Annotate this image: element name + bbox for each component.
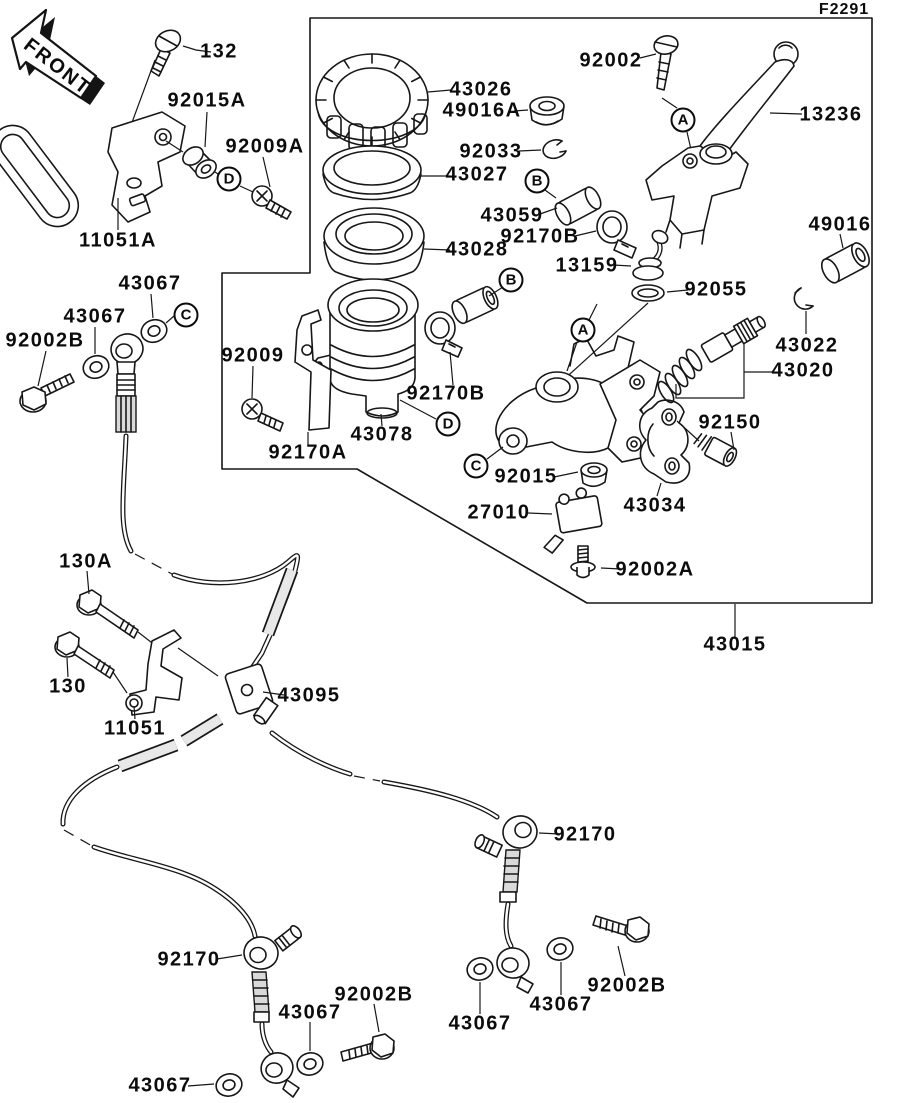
junction-43095-drawing bbox=[224, 663, 279, 725]
bushing-43059-drawing bbox=[554, 186, 602, 226]
callout-C-circle: C bbox=[463, 453, 489, 479]
diagram-code: F2291 bbox=[818, 1, 870, 18]
lever-13236-drawing bbox=[645, 41, 799, 249]
part-label-13236[interactable]: 13236 bbox=[799, 103, 863, 126]
master-cylinder-body-drawing bbox=[495, 335, 661, 463]
piston-43020-drawing bbox=[657, 315, 766, 404]
bushing-43059b-drawing bbox=[451, 285, 499, 325]
bolt-92150-drawing bbox=[693, 433, 738, 467]
part-label-43028[interactable]: 43028 bbox=[445, 238, 509, 261]
part-label-27010[interactable]: 27010 bbox=[467, 501, 531, 524]
part-label-92009[interactable]: 92009 bbox=[221, 344, 285, 367]
callout-B-circle: B bbox=[524, 168, 550, 194]
part-label-92015A[interactable]: 92015A bbox=[167, 89, 247, 112]
part-label-43067-d[interactable]: 43067 bbox=[448, 1012, 512, 1035]
part-label-11051A[interactable]: 11051A bbox=[79, 229, 157, 252]
screw-132-drawing bbox=[150, 29, 182, 77]
part-label-43026[interactable]: 43026 bbox=[449, 78, 513, 101]
clamp-92170B-lower-drawing bbox=[424, 311, 463, 358]
callout-D-circle: D bbox=[216, 166, 242, 192]
part-label-43034[interactable]: 43034 bbox=[623, 494, 687, 517]
hose-right-drawing bbox=[269, 730, 500, 820]
diaphragm-43028-drawing bbox=[323, 207, 425, 281]
collar-92015A-drawing bbox=[182, 146, 217, 179]
callout-A-circle: A bbox=[670, 107, 696, 133]
part-label-92055[interactable]: 92055 bbox=[684, 278, 748, 301]
part-label-92170B-upper[interactable]: 92170B bbox=[500, 225, 580, 248]
fitting-92170-left-drawing bbox=[243, 925, 303, 1098]
switch-27010-drawing bbox=[543, 487, 603, 554]
hose-loop-drawing bbox=[60, 713, 258, 939]
nut-92015-drawing bbox=[580, 462, 608, 488]
part-label-92002B-b[interactable]: 92002B bbox=[587, 974, 667, 997]
snapring-92033-drawing bbox=[542, 139, 567, 160]
bolt-92002B-b-drawing bbox=[592, 915, 650, 943]
part-label-92002B-c[interactable]: 92002B bbox=[334, 983, 414, 1006]
callout-D-circle: D bbox=[435, 411, 461, 437]
bolt-130A-drawing bbox=[76, 589, 139, 639]
oring-92055-drawing bbox=[631, 284, 665, 302]
part-label-43067-c[interactable]: 43067 bbox=[529, 993, 593, 1016]
elbow-13159-drawing bbox=[632, 229, 669, 281]
assembly-outline bbox=[221, 17, 873, 604]
part-label-43078[interactable]: 43078 bbox=[350, 423, 414, 446]
fitting-92170-right-drawing bbox=[474, 815, 538, 994]
part-label-49016A[interactable]: 49016A bbox=[442, 99, 522, 122]
part-label-130[interactable]: 130 bbox=[49, 675, 87, 698]
part-label-43015[interactable]: 43015 bbox=[703, 633, 767, 656]
reservoir-43078-drawing bbox=[313, 278, 419, 419]
part-label-43095[interactable]: 43095 bbox=[277, 684, 341, 707]
part-label-130A[interactable]: 130A bbox=[59, 550, 113, 573]
bracket-11051-drawing bbox=[125, 629, 183, 716]
clamp-43034-drawing bbox=[639, 399, 691, 484]
screw-92002A-drawing bbox=[570, 545, 596, 579]
callout-C-circle: C bbox=[173, 302, 199, 328]
part-label-92009A[interactable]: 92009A bbox=[225, 135, 305, 158]
callout-A-circle: A bbox=[570, 317, 596, 343]
part-label-92170-left[interactable]: 92170 bbox=[157, 948, 221, 971]
part-label-92033[interactable]: 92033 bbox=[459, 140, 523, 163]
washer-43067-drawing bbox=[82, 318, 574, 1097]
hose-upper-drawing bbox=[110, 333, 301, 671]
screw-92009-drawing bbox=[241, 398, 284, 432]
front-arrow-icon bbox=[10, 8, 105, 105]
bolt-92002B-a-drawing bbox=[19, 373, 75, 413]
bolt-92009A-drawing bbox=[251, 185, 292, 220]
callout-B-circle: B bbox=[498, 267, 524, 293]
plate-43027-drawing bbox=[322, 145, 422, 201]
part-label-92150[interactable]: 92150 bbox=[698, 411, 762, 434]
part-label-43027[interactable]: 43027 bbox=[445, 163, 509, 186]
bracket-92170A-drawing bbox=[294, 309, 332, 431]
part-label-92002A[interactable]: 92002A bbox=[615, 558, 695, 581]
screw-92002-drawing bbox=[653, 35, 679, 91]
bolt-130-drawing bbox=[54, 631, 115, 679]
clamp-92170B-upper-drawing bbox=[596, 210, 637, 259]
part-label-43020[interactable]: 43020 bbox=[771, 359, 835, 382]
part-label-43022[interactable]: 43022 bbox=[775, 334, 839, 357]
bushing-49016-drawing bbox=[820, 242, 870, 284]
grommet-49016A-drawing bbox=[529, 96, 565, 126]
part-label-92002B-a[interactable]: 92002B bbox=[5, 329, 85, 352]
part-label-11051[interactable]: 11051 bbox=[103, 717, 167, 740]
part-label-92015[interactable]: 92015 bbox=[494, 465, 558, 488]
part-label-92170A[interactable]: 92170A bbox=[268, 441, 348, 464]
part-label-92170B-lower[interactable]: 92170B bbox=[406, 382, 486, 405]
part-label-43059[interactable]: 43059 bbox=[480, 204, 544, 227]
part-label-92170-right[interactable]: 92170 bbox=[553, 823, 617, 846]
part-label-132[interactable]: 132 bbox=[200, 40, 238, 63]
bracket-11051A-drawing bbox=[0, 111, 186, 228]
clip-43022-drawing bbox=[793, 287, 814, 310]
part-label-43067-a[interactable]: 43067 bbox=[118, 272, 182, 295]
part-label-43067-b[interactable]: 43067 bbox=[63, 305, 127, 328]
part-label-49016[interactable]: 49016 bbox=[808, 213, 872, 236]
part-label-13159[interactable]: 13159 bbox=[555, 254, 619, 277]
bolt-92002B-c-drawing bbox=[340, 1033, 395, 1062]
part-label-92002[interactable]: 92002 bbox=[579, 49, 643, 72]
cap-43026-drawing bbox=[315, 53, 429, 154]
part-label-43067-f[interactable]: 43067 bbox=[128, 1074, 192, 1097]
part-label-43067-e[interactable]: 43067 bbox=[278, 1001, 342, 1024]
